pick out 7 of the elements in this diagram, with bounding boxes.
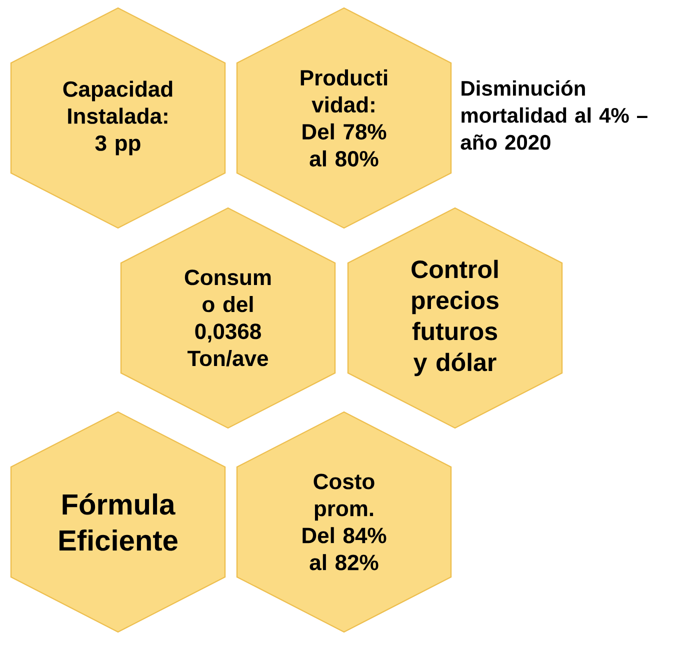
hexagon: Producti vidad: Del 78% al 80% bbox=[236, 7, 452, 229]
hexagon: Capacidad Instalada: 3 pp bbox=[10, 7, 226, 229]
hexagon: Consum o del 0,0368 Ton/ave bbox=[120, 207, 336, 429]
hexagon: Control precios futuros y dólar bbox=[347, 207, 563, 429]
hexagon: Costo prom. Del 84% al 82% bbox=[236, 411, 452, 633]
hexagon: Fórmula Eficiente bbox=[10, 411, 226, 633]
note-text: Disminución mortalidad al 4% – año 2020 bbox=[460, 80, 648, 150]
